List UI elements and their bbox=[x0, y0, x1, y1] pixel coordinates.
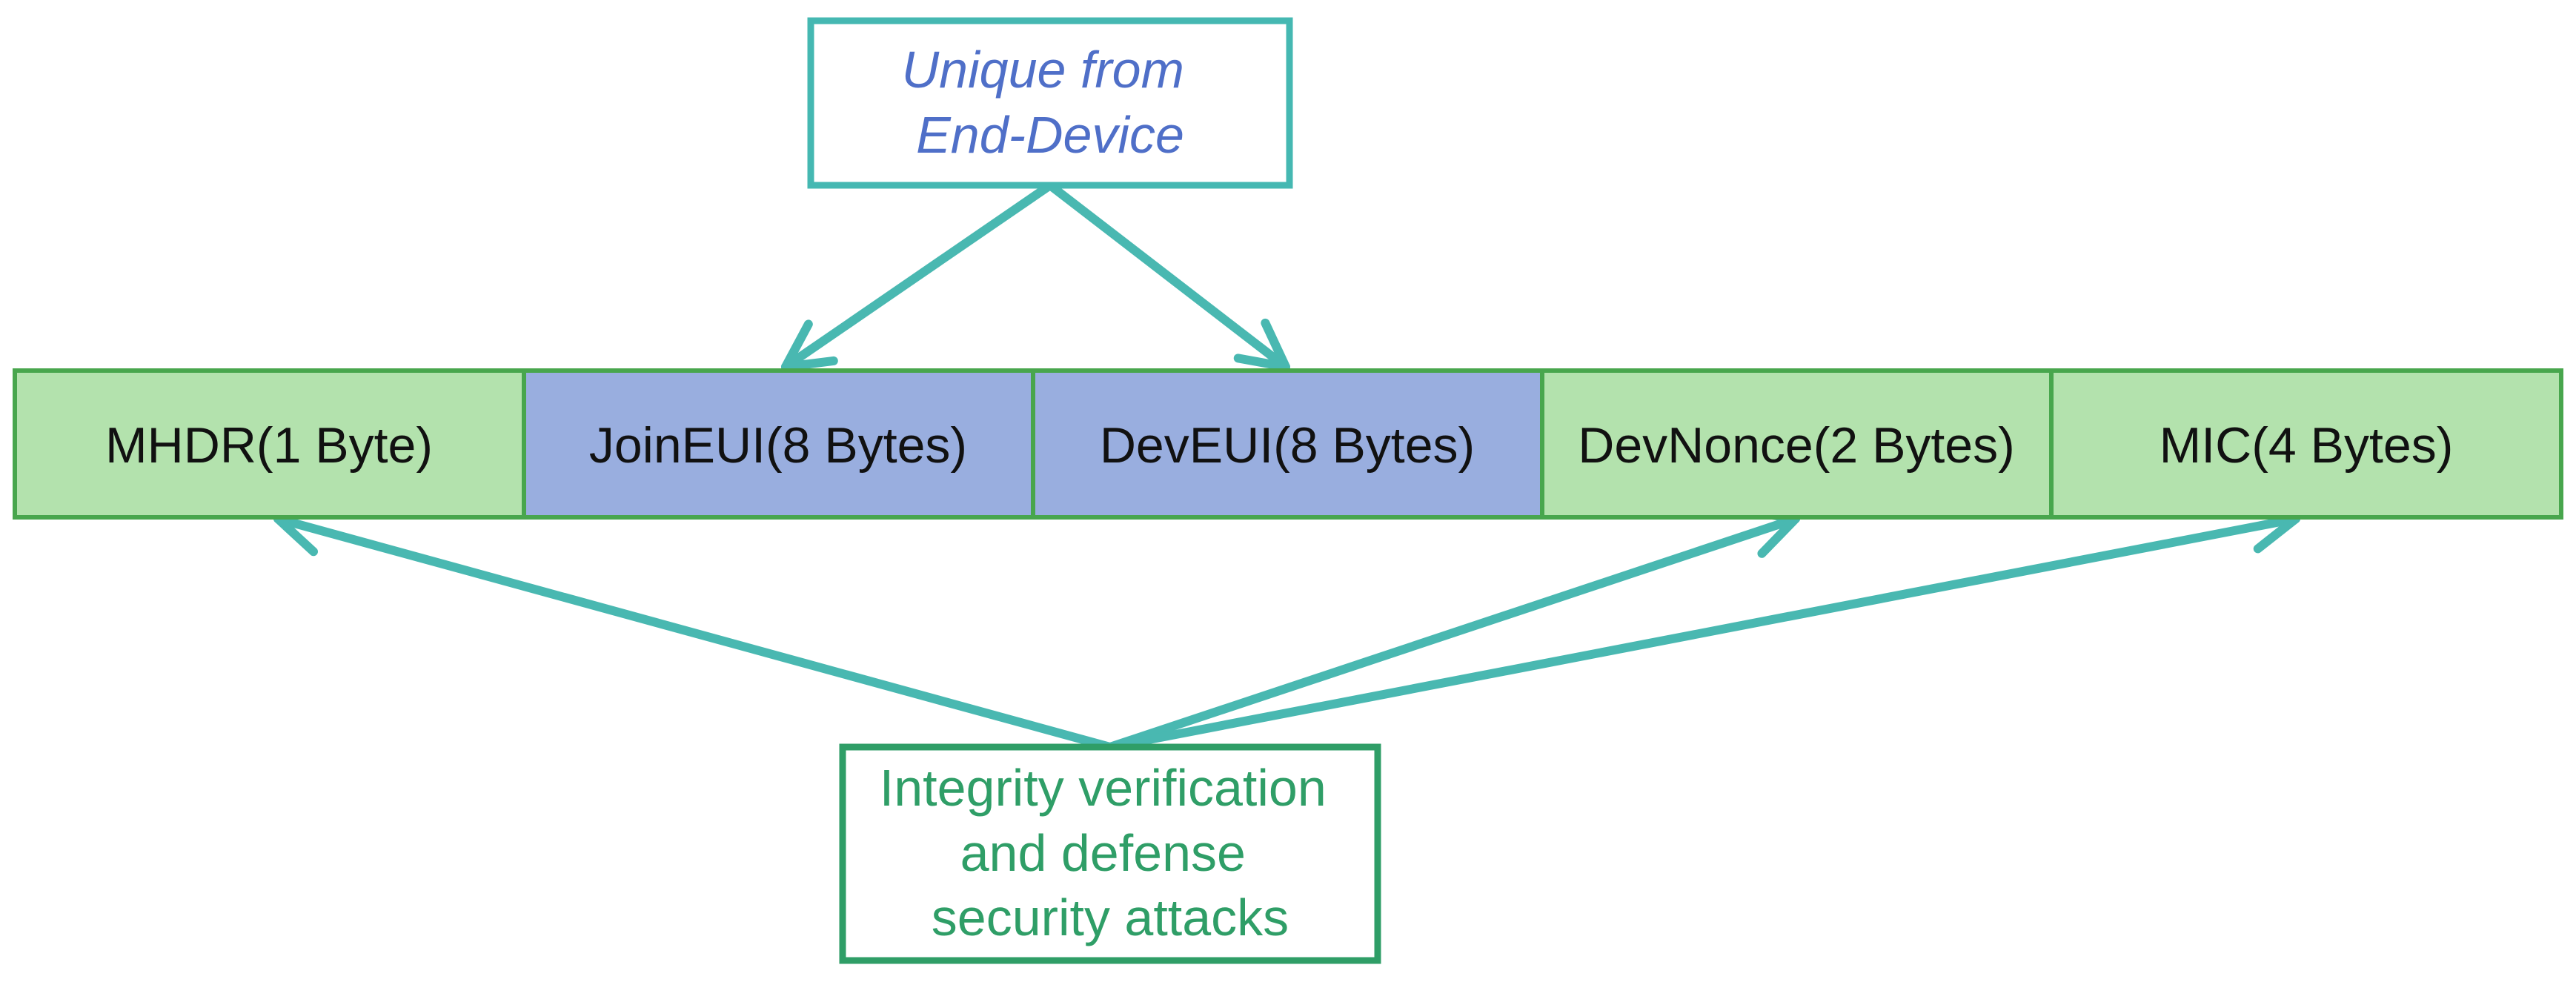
top-note-line-2: End-Device bbox=[916, 106, 1184, 164]
arrow-to-devnonce bbox=[1106, 506, 1800, 752]
arrow-to-joineui bbox=[781, 181, 1055, 371]
frame-label-deveui: DevEUI(8 Bytes) bbox=[1100, 417, 1475, 474]
top-note-line-1: Unique from bbox=[902, 41, 1184, 99]
frame-row: MHDR(1 Byte) JoinEUI(8 Bytes) DevEUI(8 B… bbox=[13, 368, 2563, 520]
bottom-note-line-2: and defense bbox=[960, 824, 1246, 882]
frame-field-mic bbox=[2049, 368, 2563, 520]
top-note-box bbox=[807, 17, 1293, 189]
bottom-note-text: Integrity verification and defense secur… bbox=[880, 759, 1341, 946]
frame-label-mhdr: MHDR(1 Byte) bbox=[105, 417, 433, 474]
arrow-to-mhdr bbox=[273, 504, 1115, 752]
frame-field-mhdr bbox=[13, 368, 526, 520]
arrow-to-mic bbox=[1106, 500, 2300, 752]
bottom-note-box bbox=[839, 743, 1381, 964]
top-note-text: Unique from End-Device bbox=[902, 41, 1199, 164]
frame-label-mic: MIC(4 Bytes) bbox=[2160, 417, 2454, 474]
frame-label-devnonce: DevNonce(2 Bytes) bbox=[1578, 417, 2015, 474]
frame-field-joineui bbox=[522, 368, 1035, 520]
arrow-to-deveui bbox=[1046, 181, 1290, 371]
bottom-note-line-3: security attacks bbox=[932, 889, 1289, 946]
frame-label-joineui: JoinEUI(8 Bytes) bbox=[589, 417, 967, 474]
bottom-note-line-1: Integrity verification bbox=[880, 759, 1327, 817]
frame-field-devnonce bbox=[1540, 368, 2054, 520]
